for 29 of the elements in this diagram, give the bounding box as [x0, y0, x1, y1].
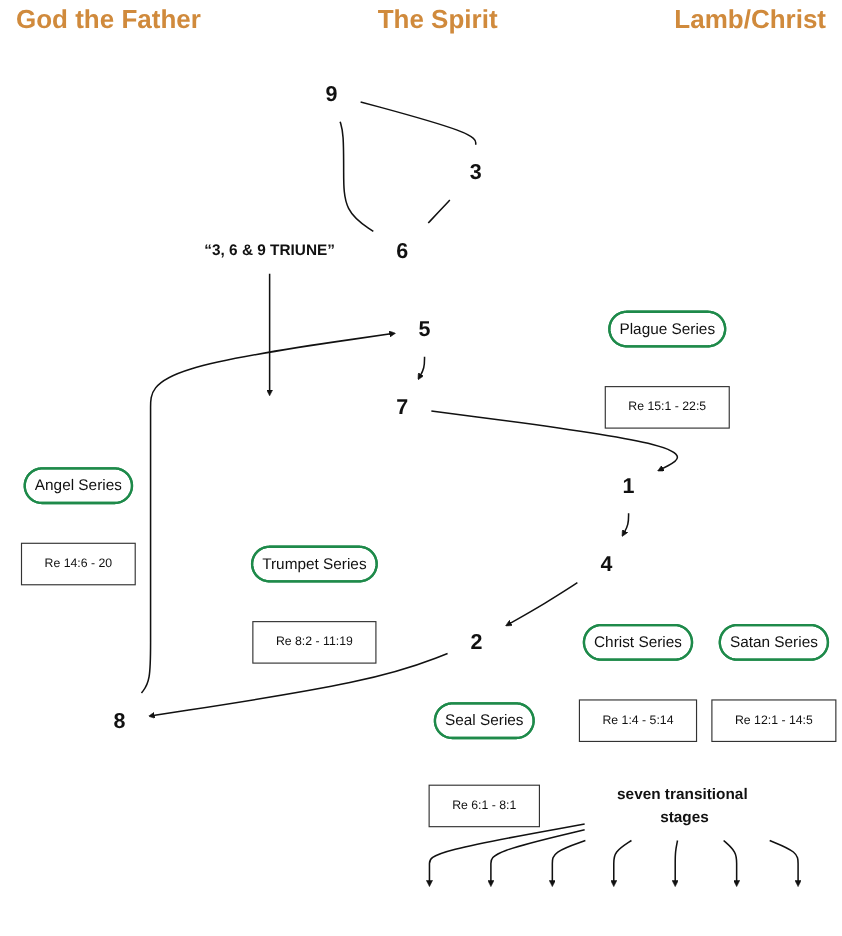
arrow [426, 823, 586, 887]
region-label: The Spirit [377, 4, 498, 38]
region-label: Lamb/Christ [674, 4, 826, 38]
arrow [266, 272, 273, 397]
arrow [487, 828, 586, 887]
line [339, 120, 375, 233]
arrow [417, 355, 426, 380]
point-number: 3 [469, 160, 482, 184]
point-number: 2 [470, 630, 483, 654]
line [359, 101, 477, 146]
point-number: 1 [622, 473, 635, 498]
arrow [430, 410, 679, 472]
arrow [621, 512, 630, 537]
arrow [148, 652, 449, 719]
region-label: God the Father [16, 4, 201, 38]
arrow [140, 330, 396, 694]
point-number: 5 [418, 316, 431, 341]
point-number: 9 [325, 81, 338, 106]
arrow [548, 839, 587, 887]
point-number: 8 [113, 708, 126, 733]
point-number: 7 [396, 395, 409, 419]
point-number: 4 [600, 551, 613, 576]
point-number: 6 [396, 238, 409, 263]
arrow [505, 581, 579, 627]
arrow [671, 839, 679, 887]
arrow [610, 839, 633, 887]
line [427, 199, 451, 224]
arrow [768, 839, 802, 887]
arrow [722, 839, 741, 887]
